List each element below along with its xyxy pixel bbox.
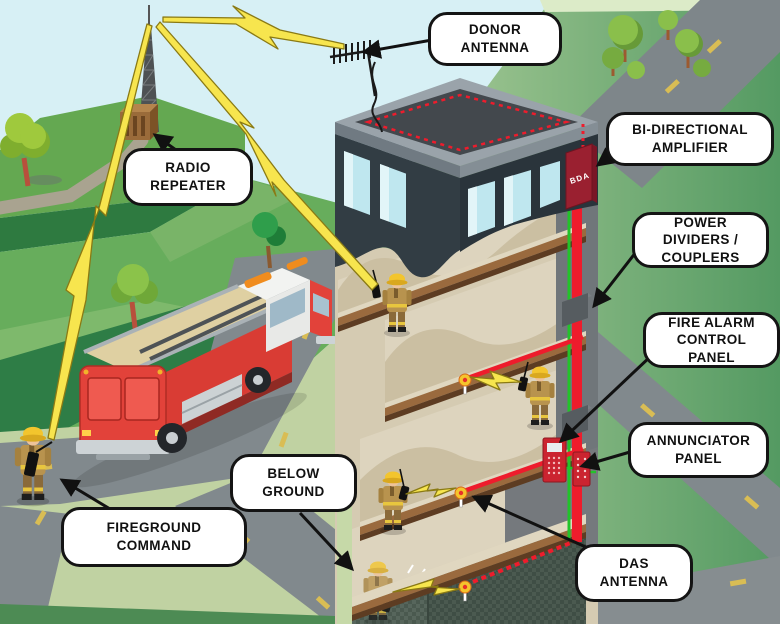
arrow-to-below-ground [298,511,354,572]
facade: BDA [329,40,598,278]
signal-bolt-repeater-to-donor [162,5,345,50]
firefighter-floor1 [378,468,410,535]
arrow-to-facp [558,353,654,444]
label-radio-repeater: RADIO REPEATER [123,148,253,206]
tree-road [111,264,166,341]
das-antenna-floor1 [454,486,468,508]
roof-red-dashed-cable [363,93,571,152]
red-cable-basement [469,538,579,585]
das-antenna-basement [458,580,472,602]
windows-left [344,151,406,228]
tree-mid [252,212,286,269]
firefighter-fireground-command [14,426,53,507]
label-below-ground: BELOW GROUND [230,454,357,512]
arrow-to-fireground-command [59,478,116,514]
signal-bolt-repeater-to-fireground [47,23,153,441]
bda-box: BDA [565,143,597,210]
arrow-to-das-antenna [471,494,589,550]
signal-bolt-das2-to-radio [469,370,522,391]
windows-right [468,161,560,237]
label-das-antenna: DAS ANTENNA [575,544,693,602]
signal-bolt-das1-to-radio [405,483,457,498]
red-cable-floor2 [464,334,584,382]
label-donor-antenna: DONOR ANTENNA [428,12,562,66]
tree-left [0,113,62,187]
bottom-green-strip [0,604,335,624]
label-bi-directional-amplifier: BI-DIRECTIONAL AMPLIFIER [606,112,774,166]
arrow-to-coupler [592,251,638,309]
label-annunciator-panel: ANNUNCIATOR PANEL [628,422,769,478]
das-antenna-floor2 [458,373,472,395]
signal-bolt-repeater-to-floor3 [155,21,379,291]
signal-bolt-das-basement-to-radio [392,578,461,596]
arrow-to-annunciator [579,450,631,471]
arrow-to-donor-antenna [361,38,433,59]
red-cable-riser [572,198,582,542]
label-arrows [59,38,654,572]
label-power-dividers-couplers: POWER DIVIDERS / COUPLERS [632,212,769,268]
fire-truck [73,257,336,488]
label-fire-alarm-control-panel: FIRE ALARM CONTROL PANEL [643,312,780,368]
radio-signal-bolts [47,5,522,596]
arrow-to-radio-repeater [152,133,177,153]
annunciator-panel-device [572,451,591,487]
label-fireground-command: FIREGROUND COMMAND [61,507,247,567]
power-divider-coupler-1 [562,293,592,327]
tree-cluster-top-right [602,10,711,79]
building: BDA [329,40,598,624]
fire-alarm-control-panel [542,437,567,483]
firefighter-floor2 [518,361,555,430]
